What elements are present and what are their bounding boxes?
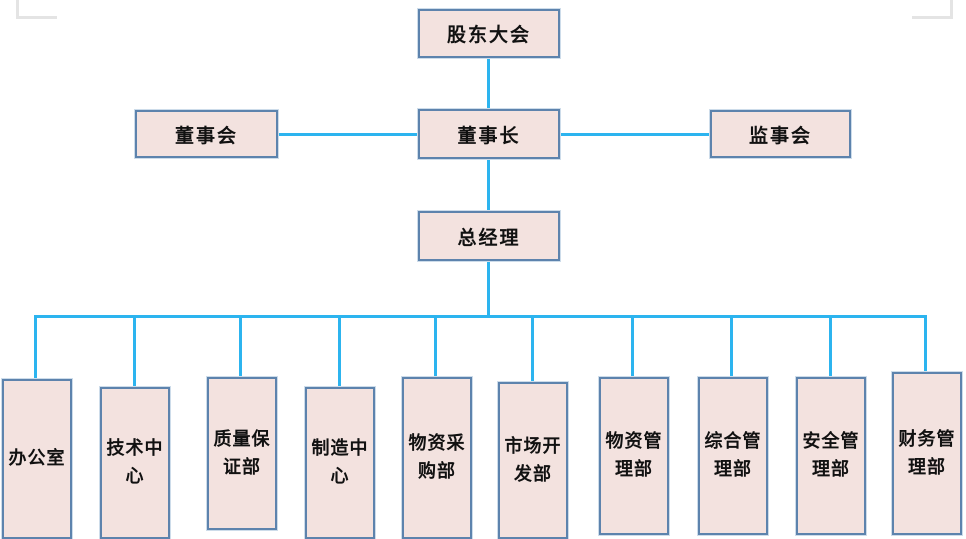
node-department-quality-assurance[interactable]: 质量保证部 [207, 377, 277, 530]
connector-drop-dept-4 [338, 315, 341, 388]
node-department-materials-procurement[interactable]: 物资采购部 [402, 377, 472, 539]
connector-gm-bus [487, 261, 490, 317]
node-department-market-development[interactable]: 市场开发部 [498, 382, 568, 539]
connector-drop-dept-8 [730, 315, 733, 378]
node-label: 安全管理部 [802, 431, 860, 479]
connector-drop-dept-9 [829, 315, 832, 378]
node-label: 财务管理部 [898, 428, 956, 477]
connector-drop-dept-5 [434, 315, 437, 378]
connector-drop-dept-10 [924, 315, 927, 373]
node-label: 物资管理部 [605, 431, 663, 479]
node-department-office[interactable]: 办公室 [2, 379, 72, 539]
node-label: 综合管理部 [704, 431, 762, 479]
node-general-manager[interactable]: 总经理 [418, 211, 560, 261]
connector-department-bus [34, 315, 926, 318]
node-label: 董事会 [174, 125, 238, 147]
connector-drop-dept-6 [531, 315, 534, 383]
node-shareholders-meeting[interactable]: 股东大会 [418, 9, 560, 58]
node-department-safety-management[interactable]: 安全管理部 [796, 377, 866, 535]
node-department-finance-management[interactable]: 财务管理部 [892, 372, 962, 535]
node-label: 市场开发部 [504, 435, 562, 484]
node-department-technology-center[interactable]: 技术中心 [100, 387, 170, 539]
node-board-of-supervisors[interactable]: 监事会 [710, 110, 851, 158]
node-chairman[interactable]: 董事长 [418, 109, 560, 159]
connector-drop-dept-2 [133, 315, 136, 388]
node-label: 物资采购部 [408, 433, 466, 481]
crop-mark-top-left [16, 0, 57, 19]
node-department-manufacturing-center[interactable]: 制造中心 [305, 387, 375, 539]
connector-drop-dept-1 [34, 315, 37, 380]
node-label: 监事会 [748, 125, 812, 147]
connector-drop-dept-7 [631, 315, 634, 378]
connector-chairman-gm [487, 159, 490, 211]
connector-drop-dept-3 [239, 315, 242, 378]
node-label: 技术中心 [106, 438, 164, 486]
node-label: 办公室 [8, 448, 66, 469]
connector-board-chairman [277, 133, 419, 136]
node-board-of-directors[interactable]: 董事会 [135, 110, 278, 158]
node-label: 董事长 [457, 125, 521, 147]
node-department-materials-management[interactable]: 物资管理部 [599, 377, 669, 535]
node-label: 股东大会 [446, 25, 531, 46]
node-label: 质量保证部 [213, 428, 271, 477]
connector-shareholders-chairman [487, 57, 490, 109]
connector-chairman-supervisors [559, 133, 711, 136]
node-label: 总经理 [457, 227, 521, 249]
node-department-general-management[interactable]: 综合管理部 [698, 377, 768, 535]
crop-mark-top-right [912, 0, 953, 19]
node-label: 制造中心 [311, 438, 369, 486]
